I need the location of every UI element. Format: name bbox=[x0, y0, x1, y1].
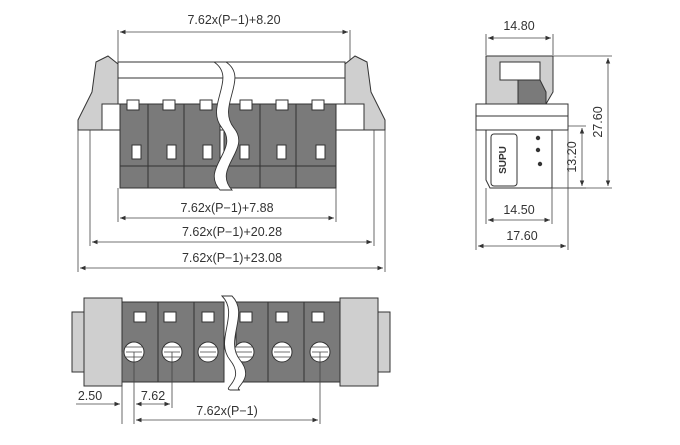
dim-side-top-width: 14.80 bbox=[503, 19, 534, 33]
dim-front-mid: 7.62x(P−1)+7.88 bbox=[180, 201, 273, 215]
brand-mark: SUPU bbox=[498, 146, 509, 174]
dim-bottom-pitch: 7.62 bbox=[141, 389, 165, 403]
dim-side-height: 27.60 bbox=[591, 106, 605, 137]
dim-front-top: 7.62x(P−1)+8.20 bbox=[187, 13, 280, 27]
front-view: 7.62x(P−1)+8.20 bbox=[77, 13, 386, 272]
dim-side-outer-width: 17.60 bbox=[506, 229, 537, 243]
dim-side-inner-width: 14.50 bbox=[503, 203, 534, 217]
dim-front-lower: 7.62x(P−1)+20.28 bbox=[182, 225, 282, 239]
dim-front-bottom: 7.62x(P−1)+23.08 bbox=[182, 251, 282, 265]
side-view: 14.80 SUPU 27.60 13.20 14.50 bbox=[475, 19, 612, 250]
dim-bottom-offset: 2.50 bbox=[78, 389, 102, 403]
dim-side-inner-height: 13.20 bbox=[565, 141, 579, 172]
dim-bottom-span: 7.62x(P−1) bbox=[196, 404, 258, 418]
bottom-view: 2.50 7.62 7.62x(P−1) bbox=[71, 295, 391, 424]
